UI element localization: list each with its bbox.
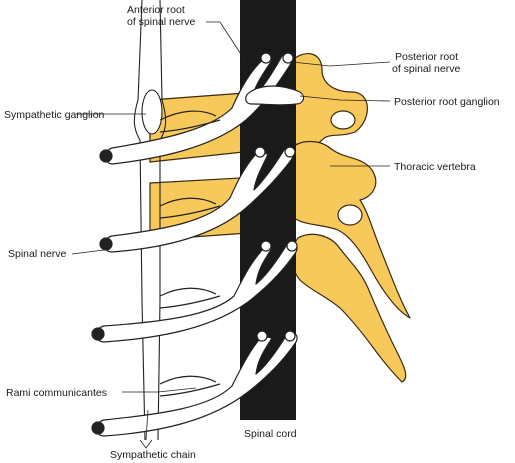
label-thoracic-vertebra: Thoracic vertebra (394, 161, 476, 173)
label-posterior-root-ganglion: Posterior root ganglion (394, 96, 500, 108)
nerve-end-2 (100, 238, 112, 250)
label-anterior-root-1: Anterior root (127, 4, 185, 16)
nerve-end-1 (100, 150, 112, 162)
sympathetic-ganglion (142, 90, 162, 134)
transverse-process-hole-upper (331, 111, 355, 129)
rami-communicantes-4 (160, 376, 220, 396)
label-sympathetic-ganglion: Sympathetic ganglion (4, 109, 105, 121)
label-spinal-nerve: Spinal nerve (8, 248, 67, 260)
transverse-process-hole-middle (338, 205, 362, 225)
label-anterior-root-2: of spinal nerve (127, 16, 195, 28)
label-sympathetic-chain: Sympathetic chain (110, 449, 196, 461)
label-rami-communicantes: Rami communicantes (6, 387, 107, 399)
nerve-end-3 (92, 328, 104, 340)
rami-communicantes-3 (160, 288, 220, 308)
label-posterior-root-1: Posterior root (395, 51, 458, 63)
label-spinal-cord: Spinal cord (244, 428, 297, 440)
nerve-end-4 (92, 422, 104, 434)
label-posterior-root-2: of spinal nerve (392, 63, 460, 75)
vertebra-process-lower (291, 234, 405, 382)
